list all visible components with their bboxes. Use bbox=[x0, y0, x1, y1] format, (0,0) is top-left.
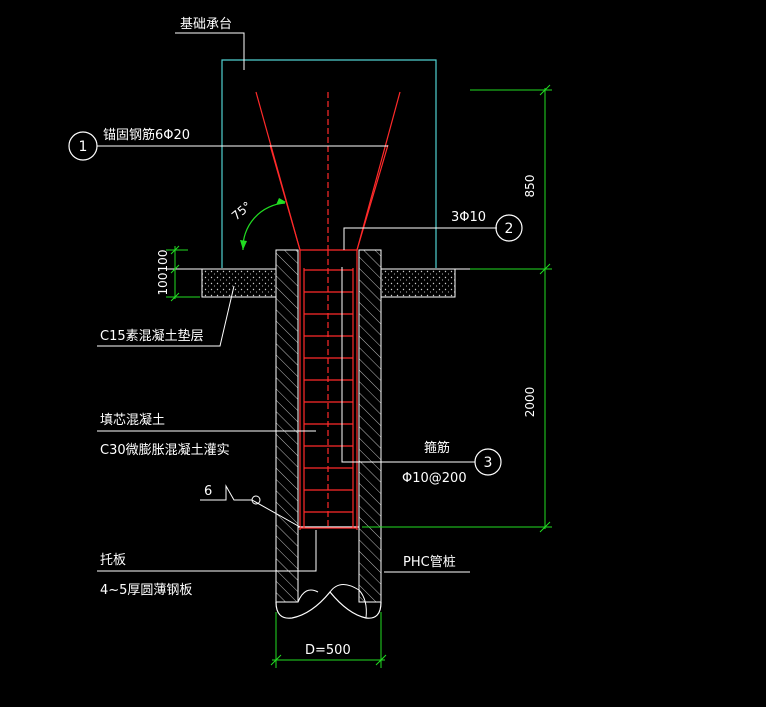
cap-label-leader bbox=[175, 32, 245, 70]
stirrup-label-2: Φ10@200 bbox=[402, 471, 467, 486]
plate-label-2: 4~5厚圆薄钢板 bbox=[100, 583, 192, 598]
pile-wall-right bbox=[358, 249, 382, 603]
cushion-leader bbox=[97, 285, 235, 347]
pile-wall-left bbox=[275, 249, 299, 603]
anchor-bars-label: 锚固钢筋6Φ20 bbox=[103, 127, 190, 143]
dim-tick-mid bbox=[539, 263, 551, 275]
pile-label: PHC管桩 bbox=[403, 555, 456, 570]
dim-cushion-tick-3 bbox=[170, 292, 180, 302]
plate-number-label: 6 bbox=[204, 484, 212, 499]
cushion-layer-left bbox=[201, 268, 277, 298]
plate-label-1: 托板 bbox=[100, 553, 126, 568]
cushion-layer-right bbox=[380, 268, 456, 298]
callout-circle-2 bbox=[495, 214, 523, 242]
angle-label: 75° bbox=[229, 199, 254, 223]
callout-circle-1 bbox=[68, 131, 98, 161]
diameter-label: D=500 bbox=[305, 643, 351, 658]
plate-num-leader bbox=[200, 484, 301, 528]
callout-number-2: 2 bbox=[505, 221, 514, 237]
plate-leader bbox=[97, 530, 317, 572]
dim-tick-top bbox=[539, 84, 551, 96]
callout-circle-3 bbox=[474, 448, 502, 476]
dim-diameter-tick-right bbox=[375, 654, 387, 666]
bars-3-leader bbox=[343, 227, 497, 250]
dim-text-cushion-b: 100 bbox=[156, 250, 170, 273]
pile-cap-outline bbox=[221, 59, 437, 268]
callout-number-3: 3 bbox=[484, 455, 493, 471]
callout-number-1: 1 bbox=[79, 139, 88, 155]
fill-label-2: C30微膨胀混凝土灌实 bbox=[100, 442, 230, 458]
dim-diameter-tick-left bbox=[270, 654, 282, 666]
dim-cushion-tick-2 bbox=[170, 264, 180, 274]
pile-break-symbol-inner bbox=[297, 584, 367, 619]
bars-3-label: 3Φ10 bbox=[451, 210, 486, 225]
dim-text-2000: 2000 bbox=[523, 387, 537, 418]
plate-num-marker bbox=[251, 495, 261, 505]
rebar-cage bbox=[255, 91, 401, 530]
dim-tick-bottom bbox=[539, 521, 551, 533]
cap-label: 基础承台 bbox=[180, 17, 232, 32]
angle-arrow-top bbox=[276, 198, 286, 205]
fill-label-1: 填芯混凝土 bbox=[100, 412, 165, 428]
stirrup-label-1: 箍筋 bbox=[424, 440, 450, 456]
dim-text-cushion-a: 100 bbox=[156, 273, 170, 296]
dim-cushion-tick-1 bbox=[170, 245, 180, 255]
dim-text-850: 850 bbox=[523, 175, 537, 198]
cushion-label: C15素混凝土垫层 bbox=[100, 328, 204, 344]
stirrup-leader bbox=[341, 267, 475, 463]
angle-arrow-bottom bbox=[240, 240, 247, 250]
